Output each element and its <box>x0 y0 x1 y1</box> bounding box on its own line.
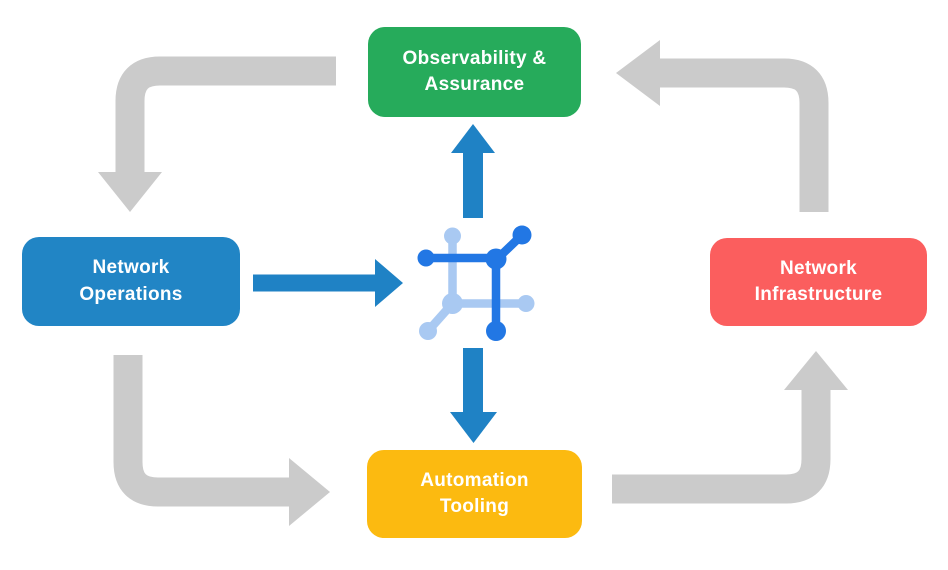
network-mesh-icon-light-layer <box>419 227 535 340</box>
node-observability-assurance: Observability & Assurance <box>368 27 581 117</box>
icon-node <box>419 322 437 340</box>
arrow-shaft <box>463 152 483 218</box>
arrow-platform-to-observability <box>451 124 495 218</box>
arrow-shaft <box>659 58 829 212</box>
icon-node <box>444 227 461 245</box>
arrow-tooling-to-infrastructure <box>612 351 848 504</box>
arrow-operations-to-platform <box>253 259 403 307</box>
node-network-operations: Network Operations <box>22 237 240 326</box>
node-automation-tooling: Automation Tooling <box>367 450 582 538</box>
arrow-platform-to-tooling <box>450 348 497 443</box>
arrowhead-up-icon <box>451 124 495 153</box>
arrow-infrastructure-to-observability <box>616 40 829 212</box>
icon-node <box>486 321 506 341</box>
icon-node <box>512 225 532 245</box>
arrow-shaft <box>253 274 375 292</box>
node-observability-assurance-label: Observability & Assurance <box>402 47 547 95</box>
node-network-infrastructure: Network Infrastructure <box>710 238 927 326</box>
icon-junction <box>485 248 507 270</box>
icon-node <box>517 295 535 312</box>
arrow-shaft <box>463 348 483 413</box>
arrowhead-up-icon <box>784 351 848 390</box>
arrow-shaft <box>113 355 291 507</box>
arrowhead-down-icon <box>98 172 162 212</box>
network-mesh-icon <box>417 225 535 341</box>
network-mesh-icon-dark-layer <box>417 225 532 341</box>
arrow-observability-to-operations <box>98 56 336 212</box>
arrowhead-down-icon <box>450 412 497 443</box>
icon-node <box>417 249 435 267</box>
node-network-infrastructure-label: Network Infrastructure <box>754 257 883 305</box>
icon-junction <box>442 293 463 314</box>
arrow-shaft <box>115 56 336 176</box>
arrowhead-right-icon <box>375 259 403 307</box>
arrow-operations-to-tooling <box>113 355 330 526</box>
arrowhead-right-icon <box>289 458 330 526</box>
node-network-operations-label: Network Operations <box>79 257 183 305</box>
arrow-shaft <box>612 389 831 504</box>
arrowhead-left-icon <box>616 40 660 106</box>
node-automation-tooling-label: Automation Tooling <box>420 469 529 517</box>
